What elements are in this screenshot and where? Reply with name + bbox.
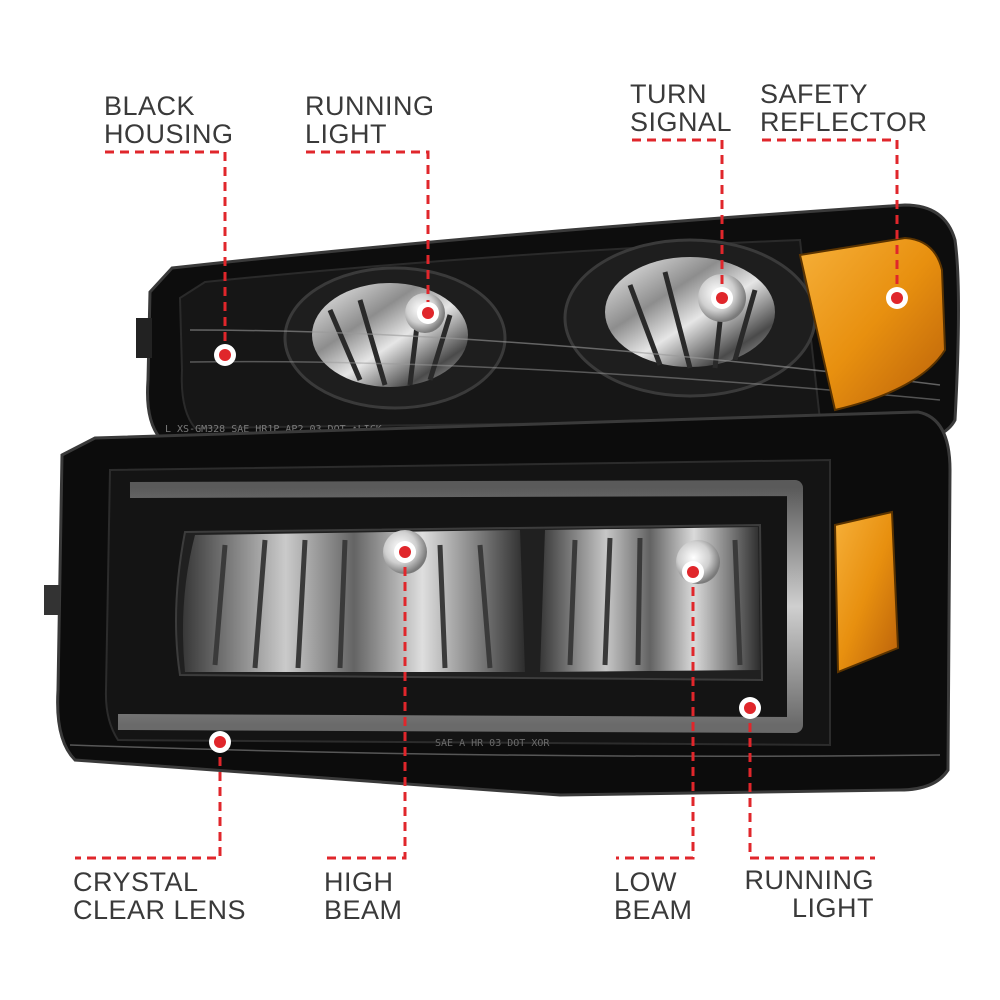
dot-crystal-clear-lens — [209, 731, 231, 753]
label-running-light-top: RUNNING LIGHT — [305, 91, 435, 149]
lower-bumper-light: SAE A HR 03 DOT XOR — [44, 410, 952, 797]
side-marker-amber — [833, 510, 900, 674]
leader-high-beam — [325, 552, 407, 860]
leader-running-light-bottom — [748, 708, 875, 860]
upper-headlight: L XS-GM328 SAE HR1P AP2 03 DOT ↑LICK — [136, 203, 960, 447]
label-black-housing: BLACK HOUSING — [104, 91, 234, 149]
dot-high-beam — [394, 541, 416, 563]
dot-running-light-top — [417, 302, 439, 324]
label-turn-signal: TURN SIGNAL — [630, 79, 733, 137]
dot-turn-signal — [711, 287, 733, 309]
leader-turn-signal — [632, 138, 724, 298]
dot-low-beam — [682, 561, 704, 583]
leader-black-housing — [105, 150, 227, 355]
label-low-beam: LOW BEAM — [614, 867, 693, 925]
label-safety-reflector: SAFETY REFLECTOR — [760, 79, 928, 137]
turn-signal-reflector — [563, 238, 817, 398]
label-running-light-bottom: RUNNING LIGHT — [744, 865, 874, 923]
dot-running-light-bottom — [739, 697, 761, 719]
leader-crystal-clear-lens — [75, 742, 222, 860]
callout-leaders — [75, 138, 899, 860]
leader-low-beam — [616, 572, 695, 860]
dot-safety-reflector — [886, 287, 908, 309]
light-tube-bar — [117, 480, 803, 733]
upper-lens-marking: L XS-GM328 SAE HR1P AP2 03 DOT ↑LICK — [165, 424, 382, 435]
callout-dots — [209, 287, 908, 753]
leader-running-light-top — [306, 150, 430, 313]
high-beam-reflector — [182, 530, 526, 672]
safety-reflector-amber — [798, 236, 947, 412]
dot-black-housing — [214, 344, 236, 366]
running-light-reflector — [283, 266, 507, 410]
label-crystal-clear-lens: CRYSTAL CLEAR LENS — [73, 867, 247, 925]
label-high-beam: HIGH BEAM — [324, 867, 403, 925]
low-beam-reflector — [540, 527, 760, 672]
lower-lens-marking: SAE A HR 03 DOT XOR — [435, 738, 550, 749]
leader-safety-reflector — [762, 138, 899, 298]
